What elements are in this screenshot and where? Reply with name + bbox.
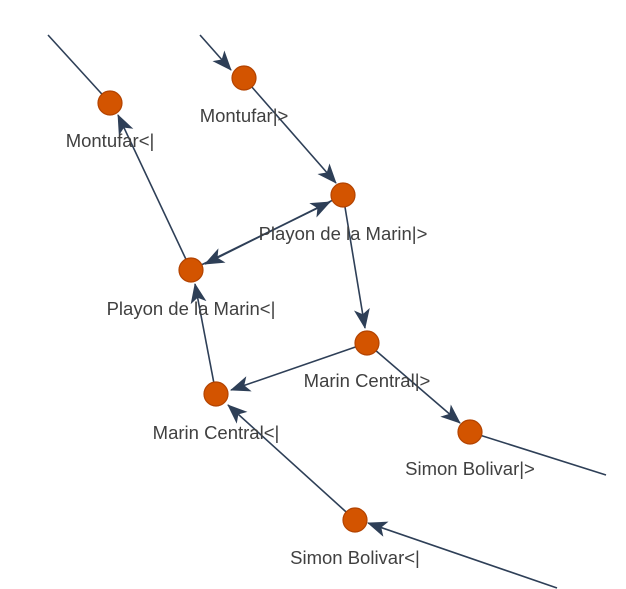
node-label: Playon de la Marin|> xyxy=(259,223,428,244)
node-circle[interactable] xyxy=(457,419,483,445)
node-playon-out[interactable]: Playon de la Marin|> xyxy=(259,182,428,244)
edge-offscreen-montufar-out xyxy=(199,34,232,71)
edge-offscreen-montufar-in xyxy=(47,34,111,104)
node-circle[interactable] xyxy=(203,381,229,407)
node-circle[interactable] xyxy=(178,257,204,283)
edge-offscreen-simon-in xyxy=(367,521,558,589)
node-label: Marin Central|> xyxy=(304,370,431,391)
edge-marin-out-to-marin-in xyxy=(230,342,368,392)
node-simon-out[interactable]: Simon Bolivar|> xyxy=(405,419,535,479)
edge-montufar-out-to-playon-out xyxy=(243,77,337,184)
node-playon-in[interactable]: Playon de la Marin<| xyxy=(107,257,276,319)
node-circle[interactable] xyxy=(97,90,123,116)
edge-playon-in-to-playon-out xyxy=(190,201,331,271)
node-circle[interactable] xyxy=(231,65,257,91)
node-label: Simon Bolivar|> xyxy=(405,458,535,479)
edge-playon-in-to-montufar-in xyxy=(117,114,192,271)
node-montufar-out[interactable]: Montufar|> xyxy=(200,65,289,126)
node-label: Montufar<| xyxy=(66,130,155,151)
edge-playon-out-to-marin-out xyxy=(342,194,370,329)
node-montufar-in[interactable]: Montufar<| xyxy=(66,90,155,151)
node-circle[interactable] xyxy=(342,507,368,533)
node-label: Marin Central<| xyxy=(153,422,280,443)
node-label: Playon de la Marin<| xyxy=(107,298,276,319)
node-label: Montufar|> xyxy=(200,105,289,126)
edge-marin-out-to-simon-out xyxy=(366,342,461,424)
edge-offscreen-simon-out xyxy=(469,431,607,476)
node-marin-out[interactable]: Marin Central|> xyxy=(304,330,431,391)
node-circle[interactable] xyxy=(354,330,380,356)
node-marin-in[interactable]: Marin Central<| xyxy=(153,381,280,443)
edge-simon-in-to-marin-in xyxy=(227,404,356,521)
node-circle[interactable] xyxy=(330,182,356,208)
node-label: Simon Bolivar<| xyxy=(290,547,420,568)
node-simon-in[interactable]: Simon Bolivar<| xyxy=(290,507,420,568)
edge-marin-in-to-playon-in xyxy=(190,283,217,395)
